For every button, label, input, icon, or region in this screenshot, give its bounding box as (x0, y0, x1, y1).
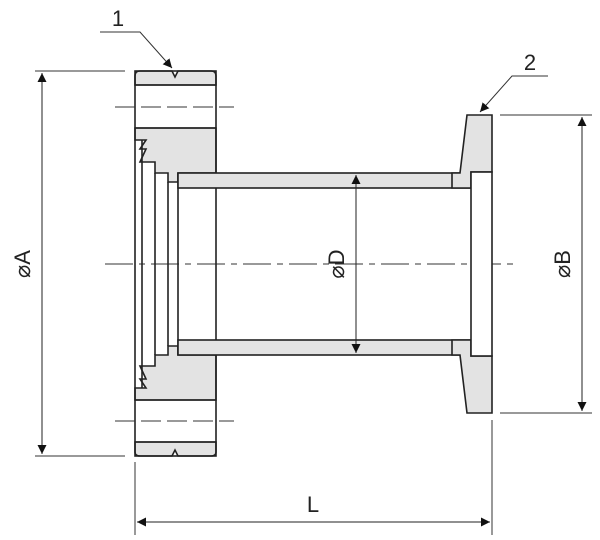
right-flange (451, 114, 493, 414)
dim-A-label: ⌀A (10, 250, 35, 278)
dim-D-label: ⌀D (324, 249, 349, 278)
callout-1-leader (100, 31, 173, 69)
dim-B-label: ⌀B (550, 250, 575, 278)
callout-1-label: 1 (112, 6, 124, 31)
left-flange (134, 70, 217, 457)
dim-L-label: L (307, 492, 319, 517)
callout-2-label: 2 (524, 50, 536, 75)
callout-2-leader (479, 75, 548, 113)
extension-lines (35, 70, 592, 535)
